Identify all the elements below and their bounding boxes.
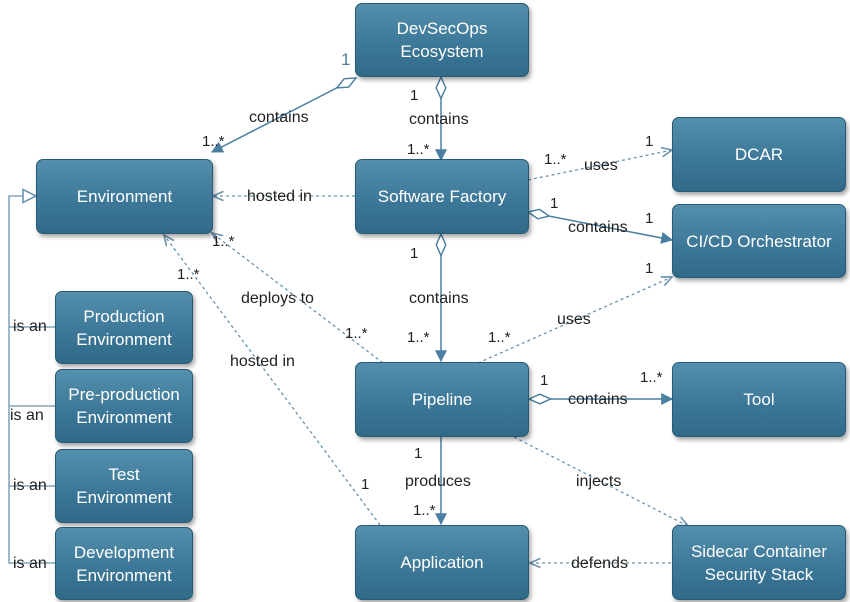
edge-app-hosted-in-environment bbox=[164, 235, 381, 526]
label-is-an-production: is an bbox=[13, 318, 47, 335]
mult-sf-cicd-source: 1 bbox=[550, 195, 559, 212]
label-pipeline-injects: injects bbox=[576, 473, 622, 490]
mult-sf-pipeline-source: 1 bbox=[410, 245, 419, 262]
node-environment[interactable]: Environment bbox=[36, 159, 213, 234]
mult-pipeline-env-source: 1..* bbox=[345, 325, 368, 342]
generalization-edges bbox=[8, 196, 55, 564]
mult-eco-env-target: 1..* bbox=[202, 133, 225, 150]
edge-sf-uses-dcar bbox=[527, 150, 672, 181]
node-pipeline[interactable]: Pipeline bbox=[355, 362, 529, 437]
node-test-environment[interactable]: Test Environment bbox=[55, 449, 193, 523]
mult-eco-sf-source: 1 bbox=[410, 87, 419, 104]
node-application[interactable]: Application bbox=[355, 525, 529, 600]
node-software-factory[interactable]: Software Factory bbox=[355, 159, 529, 234]
label-eco-contains-environment: contains bbox=[249, 109, 309, 126]
label-is-an-development: is an bbox=[13, 555, 47, 572]
label-pipeline-uses-cicd: uses bbox=[557, 311, 591, 328]
edge-development-isa-environment bbox=[8, 327, 55, 564]
mult-pipeline-cicd-source: 1..* bbox=[488, 329, 511, 346]
node-preproduction-environment[interactable]: Pre-production Environment bbox=[55, 369, 193, 443]
node-sidecar-container-security-stack[interactable]: Sidecar Container Security Stack bbox=[672, 525, 846, 600]
mult-eco-sf-target: 1..* bbox=[407, 141, 430, 158]
mult-pipeline-app-source: 1 bbox=[414, 445, 423, 462]
mult-pipeline-tool-target: 1..* bbox=[640, 369, 663, 386]
node-cicd-orchestrator[interactable]: CI/CD Orchestrator bbox=[672, 204, 846, 278]
label-sf-hosted-in-environment: hosted in bbox=[247, 188, 312, 205]
mult-sf-cicd-target: 1 bbox=[645, 210, 654, 227]
mult-sf-dcar-source: 1..* bbox=[544, 151, 567, 168]
edge-production-isa-environment bbox=[8, 196, 55, 328]
mult-pipeline-env-target: 1..* bbox=[212, 233, 235, 250]
label-pipeline-deploys-to: deploys to bbox=[241, 290, 314, 307]
edge-pipeline-uses-cicd bbox=[477, 277, 672, 364]
mult-sf-dcar-target: 1 bbox=[645, 133, 654, 150]
node-devsecops-ecosystem[interactable]: DevSecOps Ecosystem bbox=[355, 3, 529, 77]
label-is-an-test: is an bbox=[13, 477, 47, 494]
mult-pipeline-cicd-target: 1 bbox=[645, 260, 654, 277]
mult-pipeline-app-target: 1..* bbox=[413, 502, 436, 519]
label-eco-contains-sf: contains bbox=[409, 111, 469, 128]
label-sidecar-defends: defends bbox=[571, 555, 628, 572]
label-sf-contains-pipeline: contains bbox=[409, 290, 469, 307]
mult-app-env-target: 1..* bbox=[177, 266, 200, 283]
node-development-environment[interactable]: Development Environment bbox=[55, 527, 193, 600]
label-pipeline-contains-tool: contains bbox=[568, 391, 628, 408]
edge-sf-contains-cicd bbox=[528, 212, 672, 240]
node-dcar[interactable]: DCAR bbox=[672, 117, 846, 192]
node-tool[interactable]: Tool bbox=[672, 362, 846, 437]
edge-eco-contains-environment bbox=[212, 78, 356, 153]
node-production-environment[interactable]: Production Environment bbox=[55, 291, 193, 364]
label-pipeline-produces: produces bbox=[405, 473, 471, 490]
label-sf-uses-dcar: uses bbox=[584, 157, 618, 174]
edge-pipeline-injects-sidecar bbox=[513, 436, 688, 526]
mult-app-env-source: 1 bbox=[361, 476, 370, 493]
label-is-an-preproduction: is an bbox=[10, 407, 44, 424]
label-sf-contains-cicd: contains bbox=[568, 219, 628, 236]
mult-eco-env-source: 1 bbox=[341, 50, 351, 69]
mult-sf-pipeline-target: 1..* bbox=[407, 329, 430, 346]
label-app-hosted-in-environment: hosted in bbox=[230, 353, 295, 370]
mult-pipeline-tool-source: 1 bbox=[540, 372, 549, 389]
